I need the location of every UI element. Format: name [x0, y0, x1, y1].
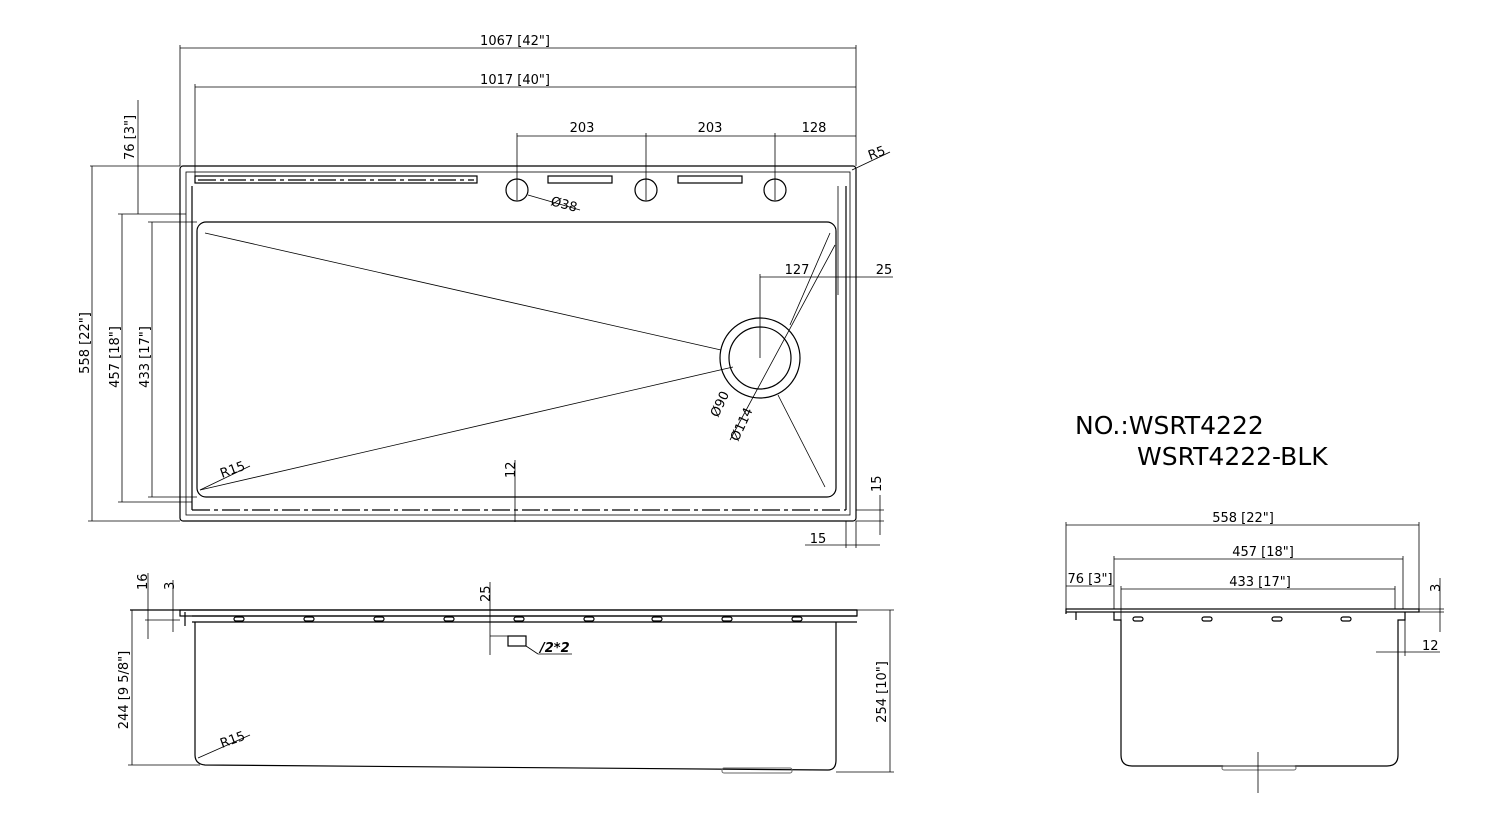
bowl-profile-side — [1113, 612, 1406, 767]
side-view: 558 [22"] 457 [18"] 76 [3"] 433 [17"] 3 … — [1065, 511, 1444, 793]
front-view: 16 3 25 /2*2 244 [9 5/8"] R15 254 [10"] — [117, 573, 894, 774]
dim-hole-spacing-1: 203 — [570, 121, 595, 136]
dim-bowl-radius: R15 — [218, 459, 247, 482]
dim-drain-edge: 25 — [876, 263, 893, 278]
side-dim-overall-width: 558 [22"] — [1212, 511, 1274, 526]
dim-flange-side: 15 — [870, 475, 885, 492]
dim-total-depth: 254 [10"] — [875, 661, 890, 723]
model-number: NO.:WSRT4222 — [1075, 411, 1264, 440]
sink-outline — [179, 165, 857, 522]
dim-deck-length: 1017 [40"] — [480, 73, 550, 88]
dim-thickness: 3 — [163, 582, 178, 590]
dim-hole-spacing-2: 203 — [698, 121, 723, 136]
mounting-clips — [233, 616, 803, 622]
dim-deck-depth: 76 [3"] — [123, 115, 138, 160]
dim-overall-width: 558 [22"] — [78, 312, 93, 374]
dim-bowl-radius-front: R15 — [218, 729, 247, 752]
model-number-variant: WSRT4222-BLK — [1137, 442, 1328, 471]
dim-drain-inner: Ø90 — [708, 389, 733, 420]
side-dim-deck-depth: 76 [3"] — [1067, 572, 1112, 587]
dim-flange-bottom: 15 — [810, 532, 827, 547]
dim-drain-offset: 127 — [785, 263, 810, 278]
drain-profile — [721, 767, 793, 774]
top-view: 1067 [42"] 1017 [40"] 203 203 128 R5 Ø38… — [78, 34, 893, 548]
dim-ledge-depth: 25 — [479, 585, 494, 602]
dim-corner-radius: R5 — [866, 144, 887, 164]
side-dim-thickness: 3 — [1429, 584, 1444, 592]
side-dim-bowl-width: 433 [17"] — [1229, 575, 1291, 590]
dim-bowl-width: 433 [17"] — [138, 326, 153, 388]
dim-ledge: 12 — [504, 461, 519, 478]
sink-inner-outline — [185, 171, 851, 516]
mounting-clips-side — [1132, 616, 1352, 622]
ledge-note: /2*2 — [538, 641, 570, 656]
deck-plate-side — [1065, 608, 1420, 613]
dim-hole-edge: 128 — [802, 121, 827, 136]
dim-hole-diameter: Ø38 — [549, 194, 579, 215]
deck-plate — [179, 609, 858, 617]
dim-flange: 16 — [136, 573, 151, 590]
side-dim-ledge: 12 — [1422, 639, 1439, 654]
bowl-profile — [194, 622, 837, 771]
bowl-outline — [196, 221, 837, 498]
slot — [194, 175, 478, 184]
dim-inner-width: 457 [18"] — [108, 326, 123, 388]
side-dim-inner-width: 457 [18"] — [1232, 545, 1294, 560]
ledge-detail — [507, 635, 527, 647]
slot — [547, 175, 613, 184]
dim-bowl-depth: 244 [9 5/8"] — [117, 651, 132, 729]
dim-drain-outer: Ø114 — [728, 406, 756, 444]
drain-profile-side — [1221, 765, 1297, 771]
dim-overall-length: 1067 [42"] — [480, 34, 550, 49]
slot — [677, 175, 743, 184]
